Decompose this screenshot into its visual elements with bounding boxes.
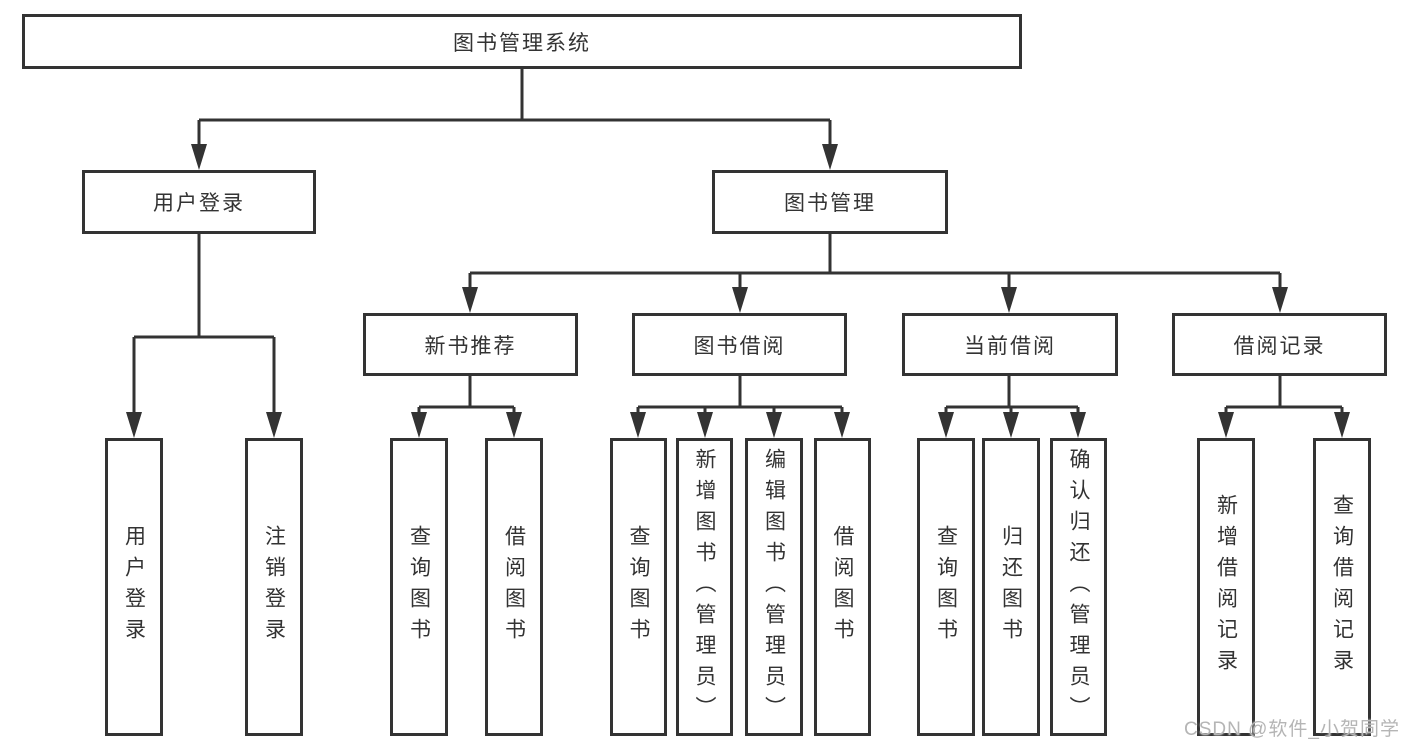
leaf-confirm-return-admin: 确认归还（管理员） xyxy=(1050,438,1107,736)
leaf-user-login: 用户登录 xyxy=(105,438,163,736)
node-user-login: 用户登录 xyxy=(82,170,316,234)
leaf-add-borrow-record: 新增借阅记录 xyxy=(1197,438,1255,736)
node-new-book-recommend: 新书推荐 xyxy=(363,313,578,376)
node-current-borrow: 当前借阅 xyxy=(902,313,1118,376)
leaf-return-book: 归还图书 xyxy=(982,438,1040,736)
leaf-query-books-current: 查询图书 xyxy=(917,438,975,736)
leaf-borrow-books: 借阅图书 xyxy=(814,438,871,736)
node-borrow-records-label: 借阅记录 xyxy=(1233,334,1326,358)
leaf-query-books-recommend: 查询图书 xyxy=(390,438,448,736)
leaf-add-book-admin: 新增图书（管理员） xyxy=(676,438,733,736)
leaf-borrow-books-recommend: 借阅图书 xyxy=(485,438,543,736)
connector-user-login-to-leaves xyxy=(126,234,282,438)
leaf-edit-book-admin-label: 编辑图书（管理员） xyxy=(762,447,786,727)
leaf-add-borrow-record-label: 新增借阅记录 xyxy=(1214,494,1238,680)
leaf-logout-label: 注销登录 xyxy=(262,525,286,649)
leaf-query-borrow-record: 查询借阅记录 xyxy=(1313,438,1371,736)
leaf-query-books-borrow-label: 查询图书 xyxy=(627,525,650,649)
leaf-logout: 注销登录 xyxy=(245,438,303,736)
node-root-label: 图书管理系统 xyxy=(453,31,591,55)
node-borrow-records: 借阅记录 xyxy=(1172,313,1387,376)
leaf-user-login-label: 用户登录 xyxy=(122,525,146,649)
connector-book-management-to-level2 xyxy=(462,234,1288,313)
leaf-query-books-recommend-label: 查询图书 xyxy=(407,525,431,649)
node-book-borrow: 图书借阅 xyxy=(632,313,847,376)
node-book-borrow-label: 图书借阅 xyxy=(693,334,786,358)
node-new-book-recommend-label: 新书推荐 xyxy=(424,334,517,358)
connector-root-to-level1 xyxy=(191,68,838,170)
node-user-login-label: 用户登录 xyxy=(153,192,245,215)
csdn-watermark: CSDN @软件_小贺同学 xyxy=(1184,719,1400,740)
leaf-confirm-return-admin-label: 确认归还（管理员） xyxy=(1067,447,1090,727)
node-current-borrow-label: 当前借阅 xyxy=(964,334,1056,358)
node-book-management: 图书管理 xyxy=(712,170,948,234)
connector-new-book-to-leaves xyxy=(411,376,522,438)
leaf-borrow-books-recommend-label: 借阅图书 xyxy=(502,525,526,649)
leaf-return-book-label: 归还图书 xyxy=(999,525,1023,649)
leaf-query-books-borrow: 查询图书 xyxy=(610,438,667,736)
connector-borrow-records-to-leaves xyxy=(1218,376,1350,438)
node-book-management-label: 图书管理 xyxy=(784,192,876,215)
leaf-query-borrow-record-label: 查询借阅记录 xyxy=(1330,494,1354,680)
leaf-edit-book-admin: 编辑图书（管理员） xyxy=(745,438,803,736)
leaf-query-books-current-label: 查询图书 xyxy=(934,525,958,649)
connector-current-borrow-to-leaves xyxy=(938,376,1086,438)
node-root-library-management-system: 图书管理系统 xyxy=(22,14,1022,69)
leaf-add-book-admin-label: 新增图书（管理员） xyxy=(693,447,716,727)
connector-book-borrow-to-leaves xyxy=(630,376,850,438)
leaf-borrow-books-label: 借阅图书 xyxy=(831,525,854,649)
